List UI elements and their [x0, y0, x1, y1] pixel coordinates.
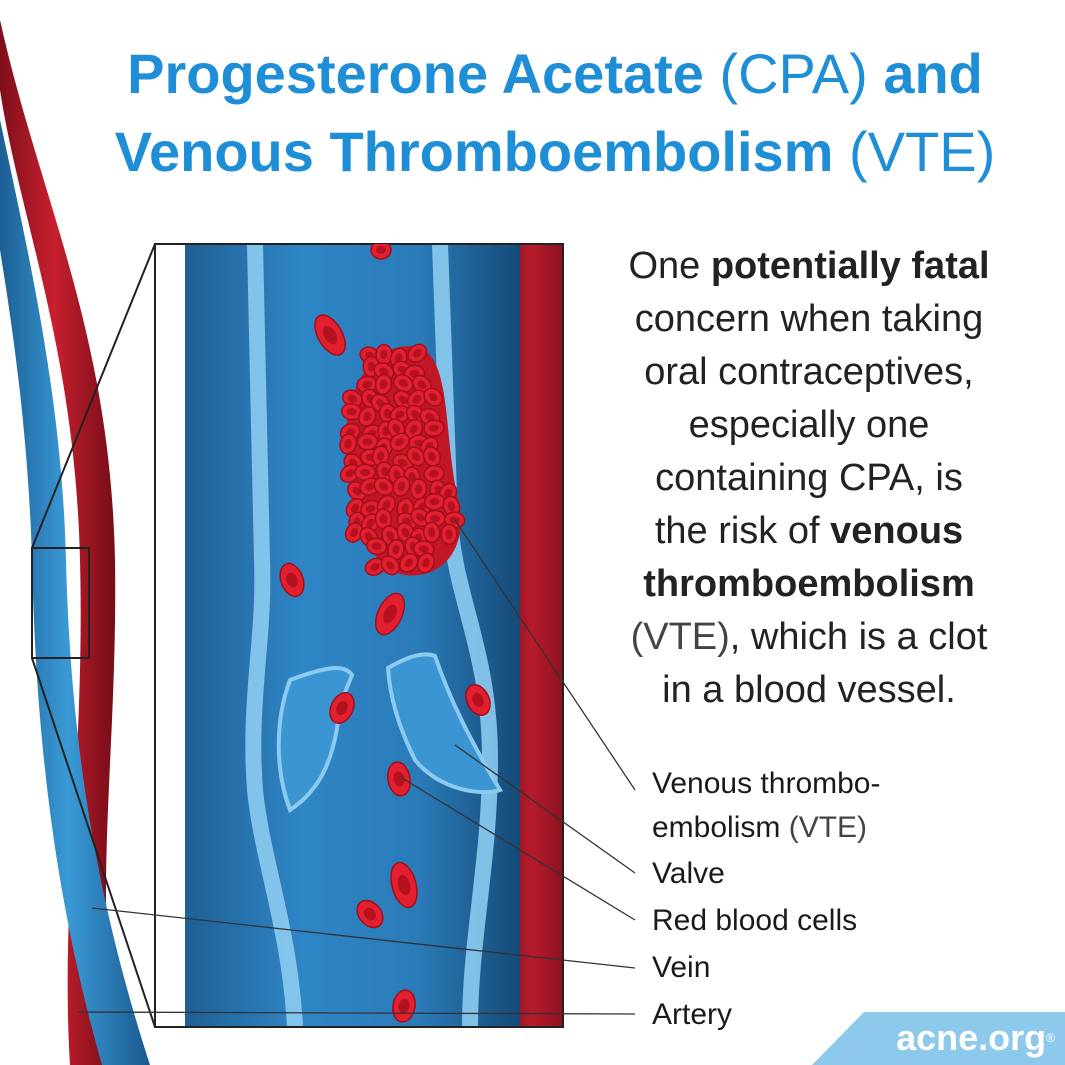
brand-logo: acne.org® [812, 1012, 1065, 1065]
description-line-3: oral contraceptives, [644, 351, 974, 393]
leader-line-artery [77, 1011, 636, 1015]
label-vte-line-1: Venous thrombo- [652, 767, 881, 800]
red-blood-cell [374, 592, 406, 636]
description-emphasis: thromboembolism [643, 563, 975, 605]
clot-cell [380, 555, 400, 576]
brand-name: acne.org® [896, 1018, 1055, 1058]
clot-cell [339, 433, 357, 455]
vte-clot [339, 343, 466, 577]
red-blood-cell [465, 684, 491, 716]
description-line-6: the risk of venous [578, 505, 1040, 558]
leader-line-rbc [401, 777, 636, 921]
clot-cell [423, 387, 444, 407]
description-emphasis: potentially fatal [710, 245, 990, 287]
zoom-line-bottom [31, 657, 156, 1028]
clot-cell [416, 552, 436, 574]
description-line-7: thromboembolism [578, 558, 1040, 611]
description-line-2: concern when taking [634, 298, 984, 340]
title-light-2: (VTE) [849, 120, 996, 183]
leader-line-valve [454, 744, 636, 874]
clot-cell [344, 522, 364, 543]
title-line-1: Progesterone Acetate (CPA) and [60, 42, 1050, 106]
label-vte-abbrev: (VTE) [788, 811, 868, 844]
vein-wall-left [245, 244, 303, 1027]
label-vte-line-2: embolism (VTE) [652, 810, 867, 846]
description-line-4: especially one [688, 404, 930, 446]
description-abbrev: (VTE) [630, 616, 730, 658]
clot-cell [389, 432, 410, 452]
clot-cell [393, 373, 414, 393]
red-blood-cell [392, 989, 416, 1023]
description-text: , which is a clot [729, 616, 988, 658]
vein-left [0, 120, 150, 1065]
clot-cell [373, 477, 394, 496]
description-line-9: in a blood vessel. [662, 669, 956, 711]
zoom-line-top [31, 243, 156, 549]
red-blood-cell [314, 314, 346, 356]
clot-cell [405, 404, 426, 425]
title-light-1: (CPA) [719, 42, 868, 105]
clot-cell [442, 495, 461, 517]
description-emphasis: venous [830, 510, 964, 552]
clot-cell [410, 507, 431, 527]
zoom-panel [155, 244, 563, 1027]
leader-line-vte [454, 519, 636, 791]
label-red-blood-cells: Red blood cells [652, 904, 858, 937]
title-bold-3: Venous Thromboembolism [114, 120, 834, 183]
label-vte-text: embolism [652, 811, 789, 844]
label-artery: Artery [652, 998, 733, 1031]
clot-cell [356, 432, 379, 451]
red-blood-cell [356, 899, 384, 929]
clot-cell [423, 419, 445, 437]
clot-cell [406, 446, 426, 467]
red-blood-cell [390, 861, 418, 909]
clot-cell [440, 523, 458, 545]
description-line-5: containing CPA, is [655, 457, 963, 499]
description-line-1: One potentially fatal [578, 240, 1040, 293]
zoom-panel-frame [154, 243, 564, 1028]
description-line-8: (VTE), which is a clot [578, 611, 1040, 664]
title-line-2: Venous Thromboembolism (VTE) [60, 120, 1050, 184]
title-bold-2: and [883, 42, 983, 105]
red-blood-cell [370, 244, 392, 260]
clot-cell [407, 343, 428, 363]
title-bold-1: Progesterone Acetate [127, 42, 704, 105]
clot-cell [364, 557, 386, 577]
leader-line-vein [91, 907, 636, 969]
vein-wall-right [432, 244, 499, 1027]
clot-cell [422, 521, 441, 544]
red-blood-cell [329, 692, 355, 724]
red-blood-cell [279, 562, 305, 598]
clot-cell [359, 526, 379, 548]
red-blood-cells [279, 244, 491, 1023]
clot-cell [399, 552, 419, 573]
clot-cell [404, 418, 424, 440]
registered-mark: ® [1046, 1031, 1055, 1045]
clot-cell [358, 406, 377, 427]
clot-cell [409, 478, 428, 500]
label-valve: Valve [652, 857, 725, 890]
label-vein: Vein [652, 951, 711, 984]
clot-cell [392, 475, 411, 497]
description-text: One [628, 245, 711, 287]
artery-left [0, 20, 120, 1065]
clot-cell [396, 522, 415, 543]
brand-name-text: acne.org [896, 1017, 1047, 1058]
zoom-indicator-box [31, 547, 90, 659]
clot-cell [422, 446, 442, 467]
description-text: the risk of [654, 510, 831, 552]
red-blood-cell [387, 761, 411, 797]
clot-cell [342, 389, 363, 408]
clot-cell [365, 537, 388, 556]
